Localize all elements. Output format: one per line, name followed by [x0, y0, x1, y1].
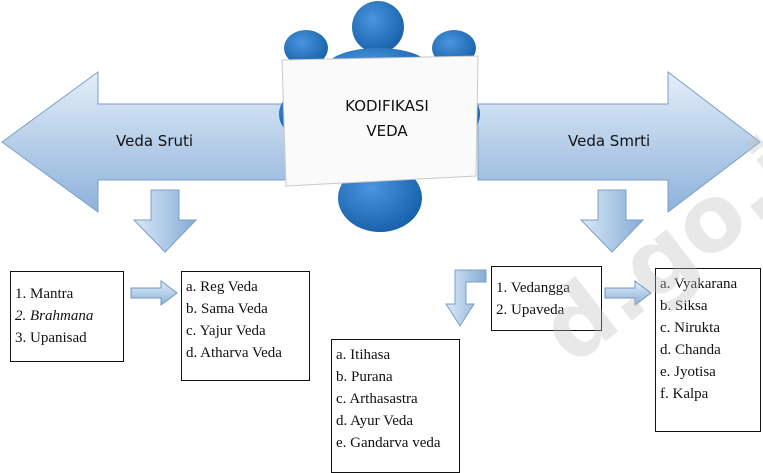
sruti-main-box: 1. Mantra 2. Brahmana 3. Upanisad [10, 271, 124, 362]
label-veda-smrti: Veda Smrti [568, 132, 651, 150]
list-item: f. Kalpa [660, 386, 709, 402]
list-item: 2. Brahmana [15, 308, 94, 324]
list-item: a. Vyakarana [660, 276, 738, 292]
center-sign-board [281, 55, 479, 187]
list-item: a. Itihasa [336, 347, 391, 363]
list-item: b. Sama Veda [186, 301, 268, 317]
list-item: b. Siksa [660, 298, 708, 314]
bent-arrow-upaveda [445, 269, 487, 327]
list-item: 2. Upaveda [496, 302, 565, 318]
list-item: a. Reg Veda [186, 279, 258, 295]
down-arrow-right [579, 189, 645, 253]
list-item: c. Nirukta [660, 320, 720, 336]
list-item: c. Yajur Veda [186, 323, 266, 339]
list-item: d. Ayur Veda [336, 413, 414, 429]
list-item: 1. Mantra [15, 286, 74, 302]
down-arrow-left [132, 189, 198, 253]
connector-arrow-sruti [130, 280, 178, 306]
label-veda-sruti: Veda Sruti [116, 132, 194, 150]
list-item: 3. Upanisad [15, 330, 87, 346]
list-item: e. Jyotisa [660, 364, 716, 380]
center-title-line2: VEDA [366, 122, 408, 140]
list-item: d. Chanda [660, 342, 721, 358]
list-item: b. Purana [336, 369, 393, 385]
smrti-main-box: 1. Vedangga 2. Upaveda [491, 266, 602, 331]
upaveda-box: a. Itihasa b. Purana c. Arthasastra d. A… [331, 339, 460, 473]
right-arrow-veda-smrti [477, 70, 761, 214]
list-item: 1. Vedangga [496, 280, 570, 296]
vedangga-box: a. Vyakarana b. Siksa c. Nirukta d. Chan… [655, 268, 761, 432]
list-item: d. Atharva Veda [186, 345, 282, 361]
list-item: e. Gandarva veda [336, 435, 441, 451]
center-title: KODIFIKASI VEDA [340, 94, 434, 144]
connector-arrow-vedangga [604, 280, 652, 306]
list-item: c. Arthasastra [336, 391, 418, 407]
sruti-vedas-box: a. Reg Veda b. Sama Veda c. Yajur Veda d… [181, 271, 310, 381]
center-title-line1: KODIFIKASI [345, 97, 429, 115]
